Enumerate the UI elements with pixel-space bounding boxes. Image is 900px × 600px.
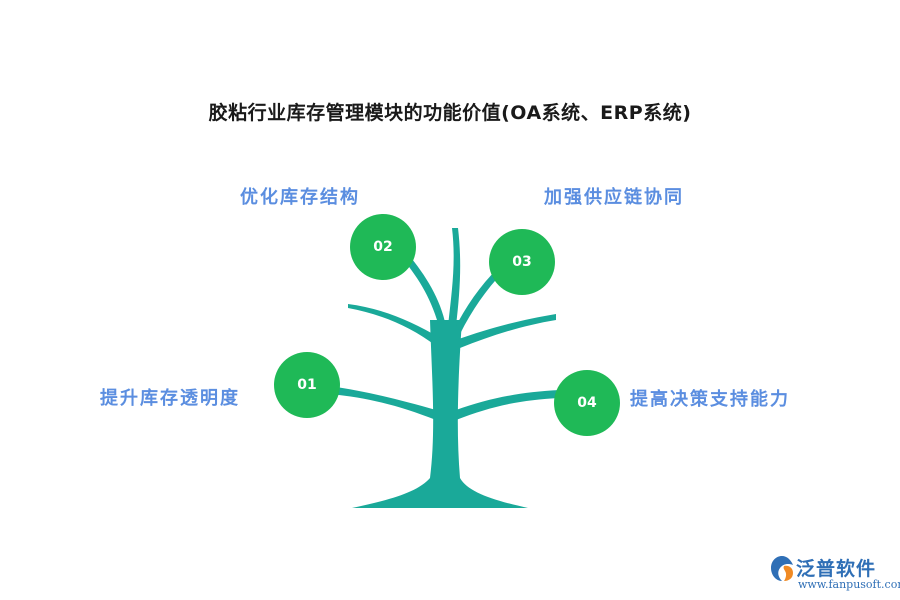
node-02-label: 优化库存结构	[240, 187, 360, 208]
fanpu-logo: 泛普软件 www.fanpusoft.com	[768, 552, 900, 596]
node-01-label: 提升库存透明度	[100, 388, 240, 409]
branch-03	[454, 268, 503, 334]
node-03-number: 03	[512, 254, 532, 270]
branch-01	[330, 386, 436, 420]
branch-mid-right	[456, 314, 556, 348]
fanpu-logo-icon	[771, 556, 793, 581]
node-03-label: 加强供应链协同	[544, 187, 684, 208]
node-02-circle: 02	[350, 214, 416, 280]
tree-shape	[330, 228, 560, 508]
node-03-circle: 03	[489, 229, 555, 295]
node-04-circle: 04	[554, 370, 620, 436]
node-04-number: 04	[577, 395, 597, 411]
diagram-title: 胶粘行业库存管理模块的功能价值(OA系统、ERP系统)	[208, 102, 692, 124]
tree-trunk	[352, 320, 528, 508]
logo-name: 泛普软件	[796, 558, 877, 580]
branch-center	[448, 228, 461, 326]
branch-mid-left	[348, 304, 440, 346]
logo-url: www.fanpusoft.com	[798, 578, 900, 591]
node-01-number: 01	[297, 377, 317, 393]
branch-02	[402, 254, 446, 330]
node-04-label: 提高决策支持能力	[630, 389, 790, 410]
node-01-circle: 01	[274, 352, 340, 418]
branch-04	[456, 390, 560, 420]
node-02-number: 02	[373, 239, 393, 255]
